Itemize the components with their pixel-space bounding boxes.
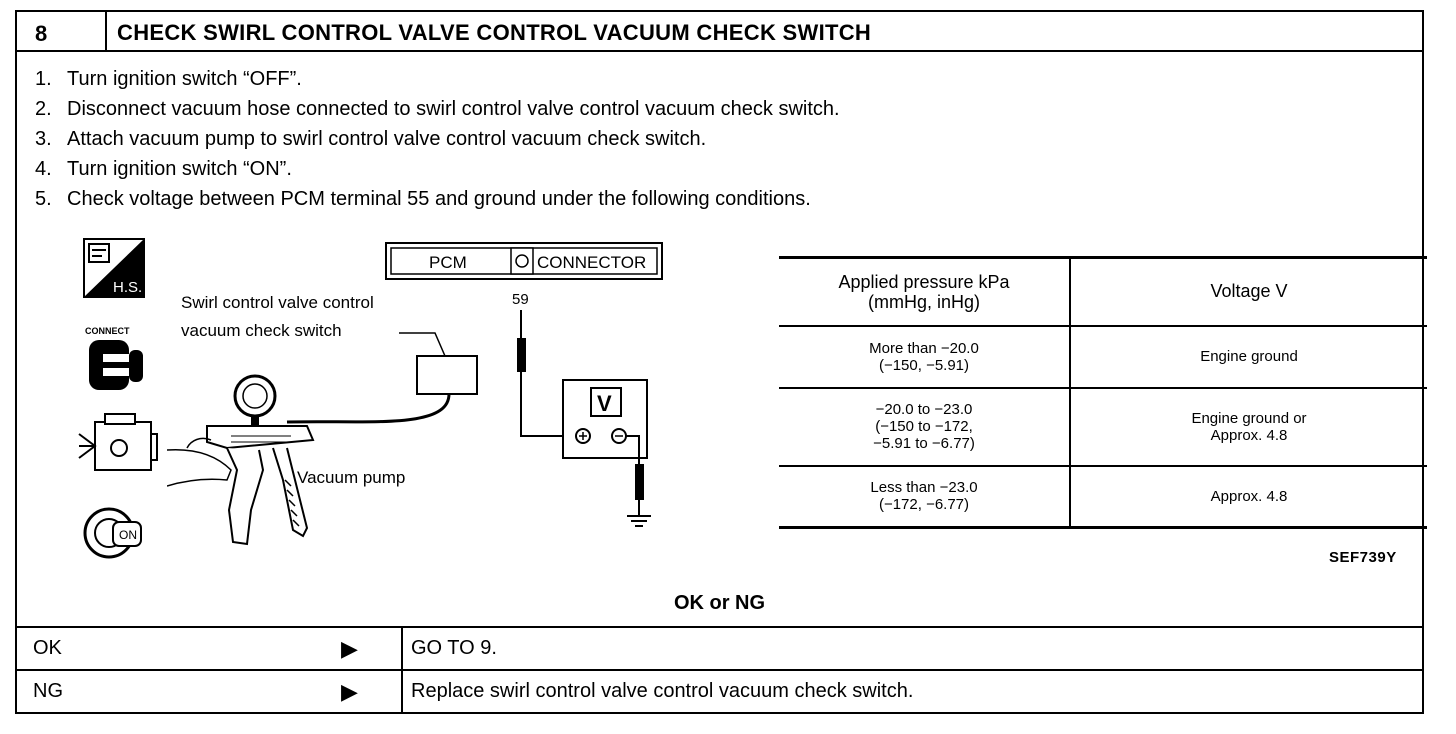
cell-line: Engine ground xyxy=(1200,348,1298,365)
step-text: Turn ignition switch “OFF”. xyxy=(67,68,302,90)
page-title: CHECK SWIRL CONTROL VALVE CONTROL VACUUM… xyxy=(107,12,1422,52)
pressure-header-line1: Applied pressure kPa xyxy=(838,271,1010,292)
switch-label-line2: vacuum check switch xyxy=(181,321,342,340)
cell-line: Engine ground or xyxy=(1191,409,1307,427)
figure-id: SEF739Y xyxy=(1329,549,1397,566)
arrow-right-icon: ▶ xyxy=(341,679,358,704)
pressure-cell: Less than −23.0 (−172, −6.77) xyxy=(779,465,1071,528)
step-text: Attach vacuum pump to swirl control valv… xyxy=(67,128,707,150)
cell-line: (−150 to −172, xyxy=(875,418,973,435)
engine-icon xyxy=(75,412,159,484)
table-row: More than −20.0 (−150, −5.91) Engine gro… xyxy=(779,325,1427,388)
vacuum-pump-illustration xyxy=(166,330,487,570)
conditions-table: Applied pressure kPa (mmHg, inHg) Voltag… xyxy=(779,256,1427,529)
result-action: Replace swirl control valve control vacu… xyxy=(411,680,914,702)
verdict-heading: OK or NG xyxy=(673,592,766,614)
result-action: GO TO 9. xyxy=(411,637,497,659)
connect-label: CONNECT xyxy=(85,326,130,336)
hs-label: H.S. xyxy=(113,279,142,296)
voltage-cell: Approx. 4.8 xyxy=(1070,466,1427,528)
procedure-sheet: 8 CHECK SWIRL CONTROL VALVE CONTROL VACU… xyxy=(15,10,1427,714)
voltmeter-circuit: V xyxy=(487,308,657,534)
voltage-header: Voltage V xyxy=(1210,281,1288,302)
result-row-ok: OK ▶ GO TO 9. xyxy=(17,626,1422,671)
cell-line: More than −20.0 xyxy=(869,339,979,357)
meter-label: V xyxy=(597,391,612,416)
result-row-ng: NG ▶ Replace swirl control valve control… xyxy=(17,669,1422,714)
arrow-right-icon: ▶ xyxy=(341,636,358,661)
pcm-connector: PCM CONNECTOR xyxy=(385,242,665,282)
result-key: OK xyxy=(33,637,62,659)
table-row: Less than −23.0 (−172, −6.77) Approx. 4.… xyxy=(779,465,1427,528)
switch-label-line1: Swirl control valve control xyxy=(181,293,374,312)
list-item: 5. Check voltage between PCM terminal 55 … xyxy=(35,184,840,214)
cell-line: −5.91 to −6.77) xyxy=(873,435,975,452)
pcm-label: PCM xyxy=(429,253,467,272)
step-index: 1. xyxy=(35,68,52,90)
ignition-on-icon: ON xyxy=(83,504,145,562)
step-text: Disconnect vacuum hose connected to swir… xyxy=(67,98,840,120)
voltage-cell: Engine ground xyxy=(1070,326,1427,388)
pressure-header-line2: (mmHg, inHg) xyxy=(867,291,980,312)
pressure-header: Applied pressure kPa (mmHg, inHg) xyxy=(779,257,1071,326)
column-divider xyxy=(401,628,403,671)
instruction-list: 1. Turn ignition switch “OFF”. 2. Disconne… xyxy=(35,64,840,214)
step-index: 2. xyxy=(35,98,52,120)
pressure-cell: −20.0 to −23.0 (−150 to −172, −5.91 to −… xyxy=(779,387,1071,466)
cell-line: Less than −23.0 xyxy=(870,479,978,497)
step-number: 8 xyxy=(17,12,107,52)
cell-line: Approx. 4.8 xyxy=(1210,426,1288,444)
cell-line: −20.0 to −23.0 xyxy=(875,401,973,418)
table-header-row: Applied pressure kPa (mmHg, inHg) Voltag… xyxy=(779,257,1427,326)
table-row: −20.0 to −23.0 (−150 to −172, −5.91 to −… xyxy=(779,387,1427,466)
step-index: 4. xyxy=(35,158,52,180)
connect-icon: CONNECT xyxy=(83,324,147,394)
pressure-cell: More than −20.0 (−150, −5.91) xyxy=(779,325,1071,388)
on-label: ON xyxy=(119,528,137,542)
terminal-label: 59 xyxy=(512,291,529,308)
voltage-cell: Engine ground or Approx. 4.8 xyxy=(1070,388,1427,466)
result-key: NG xyxy=(33,680,63,702)
list-item: 3. Attach vacuum pump to swirl control va… xyxy=(35,124,840,154)
cell-line: Approx. 4.8 xyxy=(1210,487,1288,505)
pump-label: Vacuum pump xyxy=(297,468,406,487)
step-text: Check voltage between PCM terminal 55 an… xyxy=(67,188,811,210)
list-item: 1. Turn ignition switch “OFF”. xyxy=(35,64,840,94)
cell-line: (−150, −5.91) xyxy=(878,356,970,374)
cell-line: (−172, −6.77) xyxy=(878,496,970,514)
connector-label: CONNECTOR xyxy=(537,253,646,272)
column-divider xyxy=(401,671,403,714)
step-index: 5. xyxy=(35,188,52,210)
step-index: 3. xyxy=(35,128,52,150)
hs-tool-icon: H.S. xyxy=(83,238,145,298)
step-text: Turn ignition switch “ON”. xyxy=(67,158,292,180)
list-item: 4. Turn ignition switch “ON”. xyxy=(35,154,840,184)
list-item: 2. Disconnect vacuum hose connected to sw… xyxy=(35,94,840,124)
